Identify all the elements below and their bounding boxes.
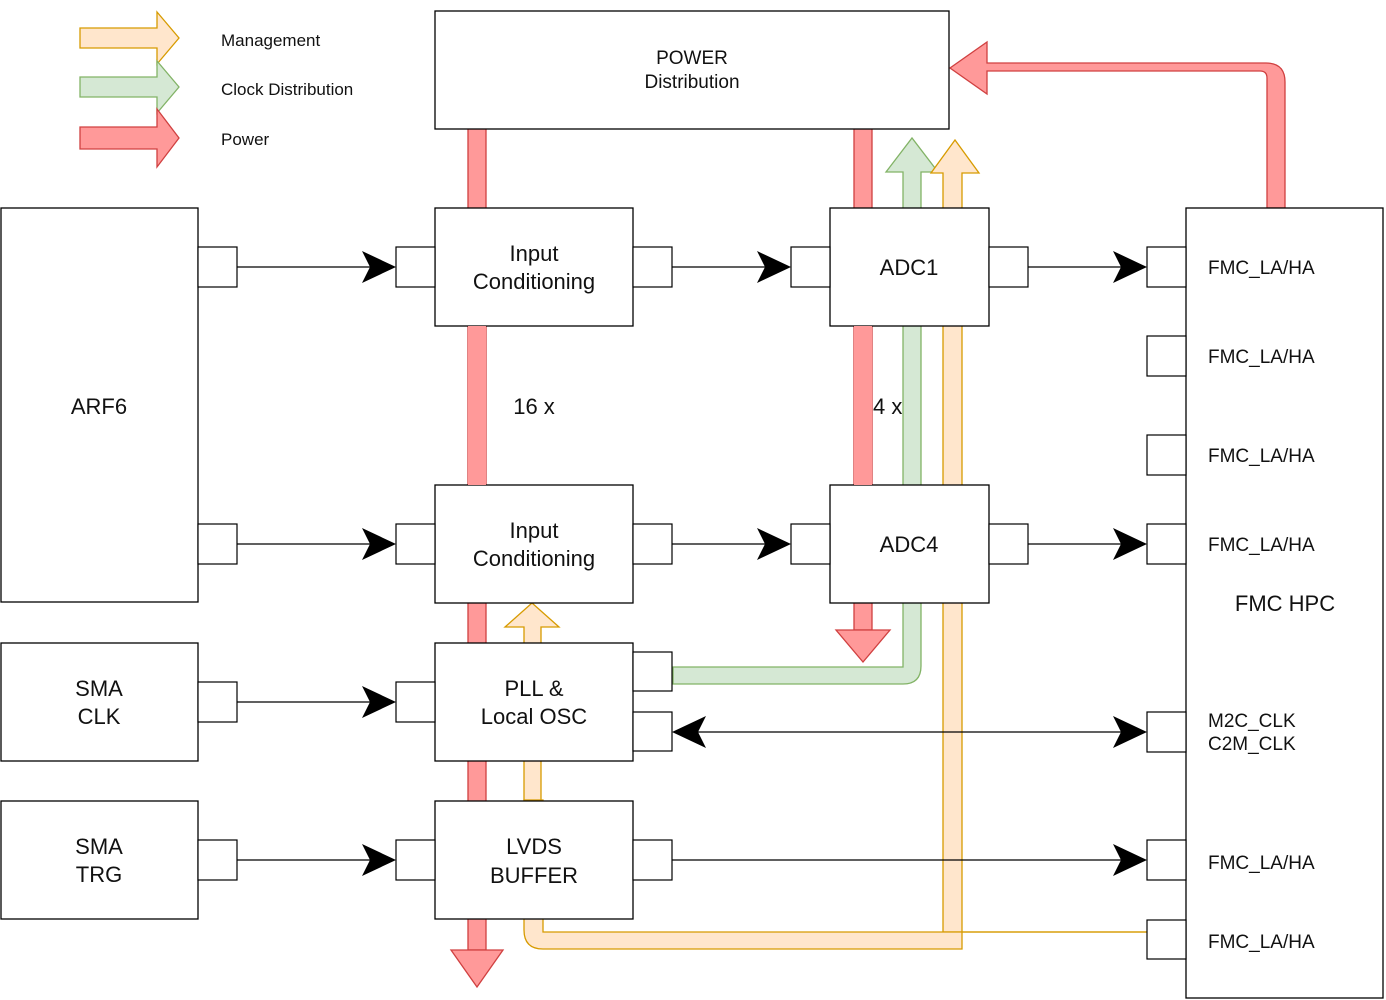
pll-label-line1: PLL & [504,676,563,701]
input-conditioning-bottom-block [434,484,634,604]
fmc-clk-label-line1: M2C_CLK [1208,711,1296,732]
arrowhead-pll-clk-left [672,716,706,748]
power-distribution-title: POWER [656,48,728,69]
legend-clock-label: Clock Distribution [221,80,353,99]
sma-trg-label-line2: TRG [76,862,122,887]
legend-power-label: Power [221,130,270,149]
power-rail-overlays [468,326,872,485]
adc4-label: ADC4 [880,532,939,557]
management-legend-arrow [79,10,180,66]
sma-clk-block [0,642,199,762]
adc4-in-port [790,523,831,565]
arrowhead-lvds-in [362,844,396,876]
fmc-port-6 [1146,919,1187,960]
lvds-buffer-block [434,800,634,920]
power-distribution-block [434,10,950,130]
adc4-out-port [988,523,1029,565]
signal-wires [237,251,1147,876]
fmc-port-5 [1146,839,1187,881]
arrowhead-fmc-clk-right [1113,716,1147,748]
adc1-block [829,207,990,327]
lvds-label-line2: BUFFER [490,863,578,888]
clock-path [672,136,940,685]
clock-flows [672,136,940,685]
fmc-port-4-label: FMC_LA/HA [1208,535,1315,556]
arrowhead-fmc-1-in [1113,251,1147,283]
fmc-port-1-label: FMC_LA/HA [1208,258,1315,279]
arrowhead-fmc-4-in [1113,528,1147,560]
arf6-port-bottom [197,523,238,565]
arrowhead-pll-in [362,686,396,718]
fmc-port-2 [1146,335,1187,377]
power-rail-right-arrowhead [834,629,892,664]
lvds-label-line1: LVDS [506,834,562,859]
input-conditioning-top-line1: Input [510,241,559,266]
arrowhead-ic-bottom-in [362,528,396,560]
lvds-in-port [395,839,436,881]
input-conditioning-multiplier: 16 x [513,394,555,419]
power-legend-arrow [79,107,180,169]
ic-top-out-port [632,246,673,288]
adc1-label: ADC1 [880,255,939,280]
input-conditioning-top-block [434,207,634,327]
pll-out-port-bottom [632,711,673,752]
input-conditioning-bottom-line2: Conditioning [473,546,595,571]
sma-trg-label-line1: SMA [75,834,123,859]
pll-in-port [395,681,436,723]
fmc-port-2-label: FMC_LA/HA [1208,347,1315,368]
arrowhead-adc4-in [757,528,791,560]
sma-trg-block [0,800,199,920]
adc-multiplier: 4 x [873,394,902,419]
power-rail-left-arrowhead [449,949,505,989]
lvds-out-port [632,839,673,881]
sma-clk-label-line1: SMA [75,676,123,701]
power-rail-between-ic [468,326,486,485]
clock-legend-arrow [79,59,180,115]
legend: Management Clock Distribution Power [79,10,353,169]
sma-trg-port [197,839,238,881]
fmc-port-1 [1146,246,1187,288]
ports [197,246,1187,960]
fmc-hpc-block [1185,207,1384,999]
input-conditioning-top-line2: Conditioning [473,269,595,294]
power-rail-between-adc [854,326,872,485]
ic-top-in-port [395,246,436,288]
sma-clk-port [197,681,238,723]
pll-label-line2: Local OSC [481,704,587,729]
pll-out-port-top [632,651,673,692]
fmc-port-6-label: FMC_LA/HA [1208,932,1315,953]
power-return-path [948,40,1286,209]
arrowhead-ic-top-in [362,251,396,283]
ic-bottom-out-port [632,523,673,565]
legend-management-label: Management [221,31,321,50]
input-conditioning-bottom-line1: Input [510,518,559,543]
ic-bottom-in-port [395,523,436,565]
arf6-port-top [197,246,238,288]
arf6-label: ARF6 [71,394,127,419]
fmc-clk-label-line2: C2M_CLK [1208,734,1296,755]
fmc-port-clk [1146,711,1187,753]
fmc-port-4 [1146,523,1187,565]
sma-clk-label-line2: CLK [78,704,121,729]
arrowhead-adc1-in [757,251,791,283]
adc1-out-port [988,246,1029,288]
power-distribution-subtitle: Distribution [644,72,739,93]
arf6-block [0,207,199,603]
pll-block [434,642,634,762]
fmc-port-3 [1146,434,1187,476]
adc4-block [829,484,990,604]
fmc-hpc-label: FMC HPC [1235,591,1335,616]
arrowhead-fmc-5-in [1113,844,1147,876]
fmc-port-5-label: FMC_LA/HA [1208,853,1315,874]
fmc-port-labels: FMC_LA/HA FMC_LA/HA FMC_LA/HA FMC_LA/HA … [1208,258,1315,953]
adc1-in-port [790,246,831,288]
fmc-port-3-label: FMC_LA/HA [1208,446,1315,467]
